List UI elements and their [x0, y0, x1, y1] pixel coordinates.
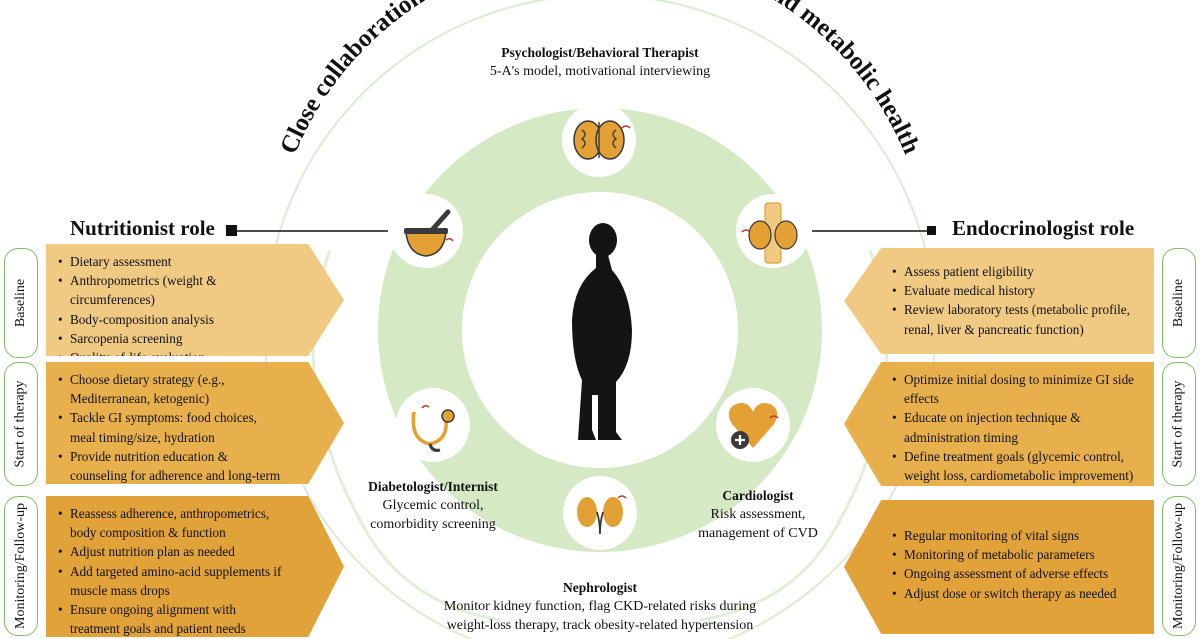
nutritionist-title: Nutritionist role	[70, 216, 215, 240]
stage-label: Baseline	[1171, 278, 1186, 328]
stage-tab-start-left: Start of therapy	[4, 362, 38, 486]
nutritionist-followup-list: Reassess adherence, anthropometrics, bod…	[56, 504, 284, 637]
diabetologist-name: Diabetologist/Internist	[368, 479, 498, 494]
list-item: Ensure ongoing alignment with treatment …	[58, 600, 284, 637]
kidneys-icon	[577, 495, 627, 535]
psychologist-desc: 5-A's model, motivational interviewing	[489, 64, 711, 79]
list-item: Review laboratory tests (metabolic profi…	[892, 300, 1146, 338]
nephrologist-desc-2: weight-loss therapy, track obesity-relat…	[446, 618, 754, 633]
list-item: Body-composition analysis	[58, 310, 284, 329]
list-item: Anthropometrics (weight & circumferences…	[58, 271, 284, 309]
stage-tab-baseline-right: Baseline	[1162, 248, 1196, 358]
nutritionist-start-panel: Choose dietary strategy (e.g., Mediterra…	[46, 362, 344, 484]
diabetologist-desc-2: comorbidity screening	[370, 517, 496, 532]
nephrologist-block: Nephrologist Monitor kidney function, fl…	[398, 578, 802, 635]
list-item: Choose dietary strategy (e.g., Mediterra…	[58, 370, 284, 408]
endocrinologist-start-list: Optimize initial dosing to minimize GI s…	[890, 370, 1146, 485]
stage-tab-followup-right: Monitoring/Follow-up	[1162, 496, 1196, 636]
nutritionist-followup-panel: Reassess adherence, anthropometrics, bod…	[46, 496, 344, 637]
stage-tab-baseline-left: Baseline	[4, 248, 38, 358]
list-item: Adjust nutrition plan as needed	[58, 542, 284, 561]
list-item: Dietary assessment	[58, 252, 284, 271]
list-item: Add targeted amino-acid supplements if m…	[58, 562, 284, 600]
list-item: Provide nutrition education & counseling…	[58, 447, 284, 484]
patient-silhouette-icon	[572, 223, 632, 440]
list-item: Reassess adherence, anthropometrics, bod…	[58, 504, 284, 542]
nephrologist-desc-1: Monitor kidney function, flag CKD-relate…	[443, 599, 757, 614]
psychologist-name: Psychologist/Behavioral Therapist	[501, 45, 699, 60]
psychologist-block: Psychologist/Behavioral Therapist 5-A's …	[420, 43, 780, 81]
list-item: Assess patient eligibility	[892, 262, 1146, 281]
endocrinologist-start-panel: Optimize initial dosing to minimize GI s…	[844, 362, 1154, 486]
nutritionist-baseline-panel: Dietary assessment Anthropometrics (weig…	[46, 244, 344, 356]
left-connector-square	[226, 225, 237, 236]
list-item: Adjust dose or switch therapy as needed	[892, 584, 1146, 603]
list-item: Optimize initial dosing to minimize GI s…	[892, 370, 1146, 408]
thyroid-icon	[741, 202, 798, 264]
list-item: Quality-of-life evaluation	[58, 348, 284, 356]
stethoscope-icon-disc	[396, 388, 470, 462]
stage-label: Start of therapy	[1171, 380, 1186, 468]
cardiologist-name: Cardiologist	[722, 488, 794, 503]
mortar-pestle-icon	[404, 209, 454, 257]
right-connector-square	[927, 226, 936, 235]
stage-label: Monitoring/Follow-up	[13, 502, 29, 630]
kidney-icon-disc	[563, 476, 637, 550]
stage-tab-start-right: Start of therapy	[1162, 362, 1196, 486]
list-item: Regular monitoring of vital signs	[892, 526, 1146, 545]
list-item: Tackle GI symptoms: food choices, meal t…	[58, 408, 284, 446]
list-item: Ongoing assessment of adverse effects	[892, 564, 1146, 583]
brain-icon	[573, 120, 631, 160]
stethoscope-icon	[411, 404, 455, 452]
list-item: Monitoring of metabolic parameters	[892, 545, 1146, 564]
endocrinologist-followup-panel: Regular monitoring of vital signs Monito…	[844, 500, 1154, 634]
list-item: Evaluate medical history	[892, 281, 1146, 300]
nutritionist-baseline-list: Dietary assessment Anthropometrics (weig…	[56, 252, 284, 356]
nephrologist-name: Nephrologist	[562, 580, 637, 595]
cardiologist-block: Cardiologist Risk assessment, management…	[678, 486, 838, 543]
stage-label: Baseline	[13, 278, 28, 328]
nutritionist-start-list: Choose dietary strategy (e.g., Mediterra…	[56, 370, 284, 484]
list-item: Educate on injection technique & adminis…	[892, 408, 1146, 446]
cardiologist-desc-2: management of CVD	[698, 526, 818, 541]
endocrinologist-followup-list: Regular monitoring of vital signs Monito…	[890, 526, 1146, 603]
endocrinologist-title: Endocrinologist role	[952, 216, 1135, 240]
cardiologist-desc-1: Risk assessment,	[710, 507, 806, 522]
diabetologist-desc-1: Glycemic control,	[382, 498, 484, 513]
list-item: Sarcopenia screening	[58, 329, 284, 348]
endocrinologist-baseline-panel: Assess patient eligibility Evaluate medi…	[844, 248, 1154, 354]
diabetologist-block: Diabetologist/Internist Glycemic control…	[348, 477, 518, 534]
stage-label: Monitoring/Follow-up	[1171, 502, 1187, 630]
stage-label: Start of therapy	[13, 380, 28, 468]
list-item: Define treatment goals (glycemic control…	[892, 447, 1146, 485]
endocrinologist-baseline-list: Assess patient eligibility Evaluate medi…	[890, 262, 1146, 339]
stage-tab-followup-left: Monitoring/Follow-up	[4, 496, 38, 636]
heart-plus-icon	[728, 403, 779, 449]
